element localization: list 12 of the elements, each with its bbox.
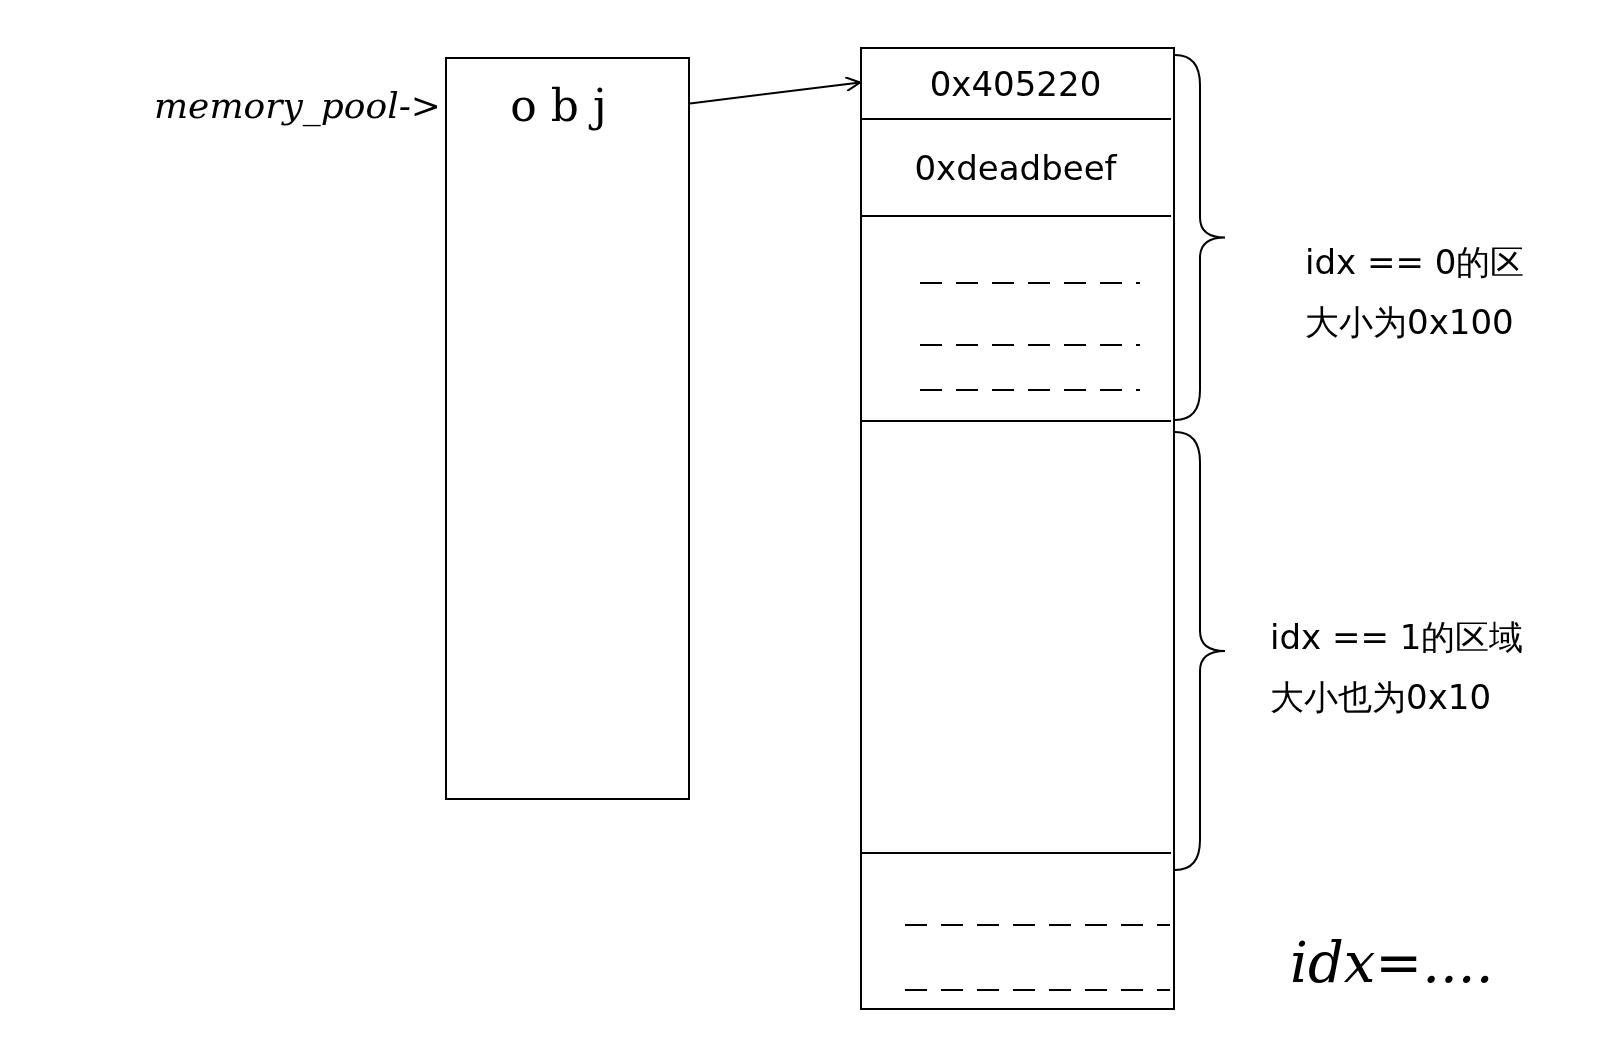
annotation-text: 大小也为0x10 xyxy=(1270,676,1492,719)
annotation-text: idx == 1的区域 xyxy=(1270,616,1524,659)
memory-block xyxy=(445,57,690,800)
cell-value: obj xyxy=(509,79,622,130)
annotation-text: idx == 0的区 xyxy=(1305,241,1525,284)
annotation-text: 大小为0x100 xyxy=(1305,301,1514,344)
cell-value: 0x405220 xyxy=(928,63,1103,104)
memory-block xyxy=(860,47,1175,1010)
cell-value: 0xdeadbeef xyxy=(913,147,1118,188)
pointer-arrow xyxy=(689,76,862,105)
pointer-label: memory_pool-> xyxy=(153,85,441,126)
annotation-text: idx=.... xyxy=(1290,930,1494,995)
